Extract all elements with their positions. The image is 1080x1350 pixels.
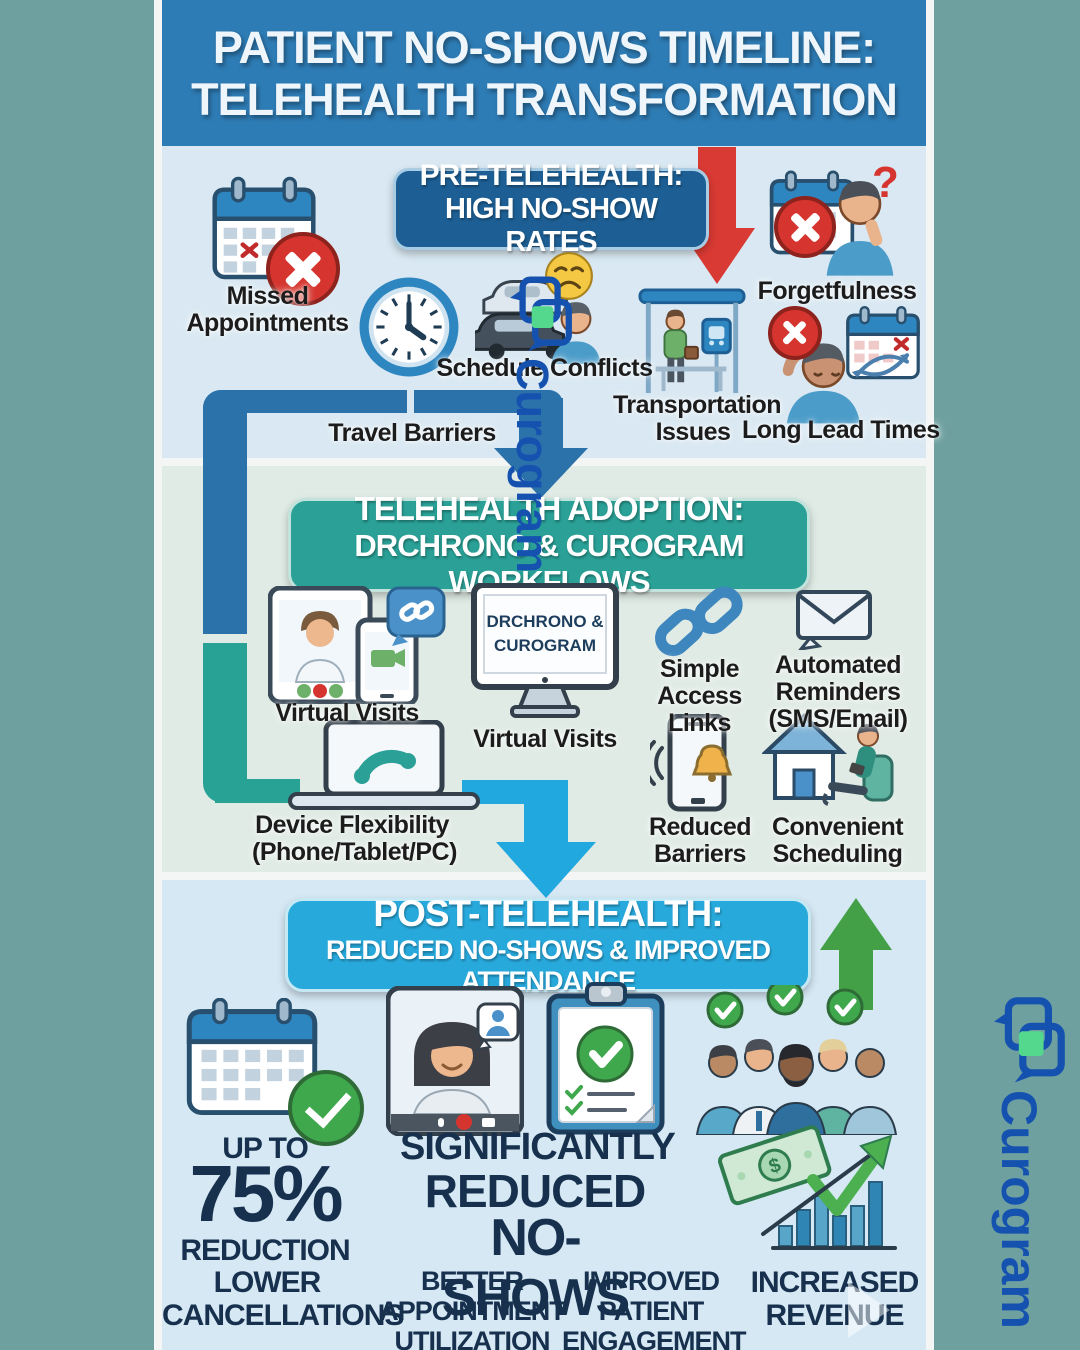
laptop-handset-icon: [288, 720, 480, 810]
timeline-pipe-gap: [407, 388, 414, 415]
frustrated-person-icon: [782, 343, 861, 424]
timeline-pipe-cyan-down: [524, 780, 568, 846]
stat-reduction: REDUCTION: [180, 1234, 350, 1267]
bus-stop-icon: [638, 288, 746, 394]
timeline-pipe-teal-stub: [215, 779, 300, 803]
adoption-badge-line1: TELEHEALTH ADOPTION:: [354, 490, 745, 527]
calendar-check-icon: [186, 998, 318, 1115]
curogram-logo-watermark-right-icon: [994, 997, 1065, 1083]
green-up-arrow-icon: [820, 898, 892, 950]
post-badge-line2: REDUCED NO-SHOWS & IMPROVED ATTENDANCE: [325, 935, 771, 996]
thinking-person-icon: [826, 181, 894, 276]
pre-telehealth-badge: PRE-TELEHEALTH: HIGH NO-SHOW RATES: [393, 159, 709, 258]
curogram-logo-watermark-center-icon: [510, 276, 572, 352]
curogram-watermark-center: Curogram: [507, 358, 558, 574]
phone-bell-icon: [650, 714, 733, 812]
simple-access-links-label: Simple Access Links: [657, 655, 742, 737]
timeline-arrow-1-icon: [494, 448, 588, 498]
stat-no-shows: NO-SHOWS: [441, 1209, 630, 1327]
clock-icon: [359, 277, 459, 377]
calendar-check-circle-icon: [288, 1070, 364, 1146]
title-band: [162, 0, 926, 146]
chain-link-icon: [655, 586, 743, 657]
pre-badge-line1: PRE-TELEHEALTH:: [419, 159, 684, 192]
clipboard-check-icon: [546, 982, 665, 1135]
outcome-improved-engagement: IMPROVED PATIENT ENGAGEMENT: [562, 1266, 747, 1350]
virtual-visits-label-1: Virtual Visits: [275, 699, 419, 727]
pre-badge-line2: HIGH NO-SHOW RATES: [445, 193, 658, 258]
outcome-increased-revenue: INCREASED REVENUE: [750, 1266, 920, 1332]
travel-barriers-label: Travel Barriers: [328, 419, 496, 447]
outcome-better-utilization: BETTER APPOINTMENT UTILIZATION: [379, 1266, 566, 1350]
monitor-screen-line1: DRCHRONO &: [486, 612, 603, 631]
stat-75-percent: 75%: [189, 1149, 343, 1238]
play-watermark-icon: [848, 1282, 890, 1338]
poster-title-line2: TELEHEALTH TRANSFORMATION: [191, 74, 898, 125]
poster-title-line1: PATIENT NO-SHOWS TIMELINE:: [212, 22, 876, 73]
timeline-pipe-vertical-teal: [203, 643, 247, 803]
monitor-screen-line2: CUROGRAM: [494, 636, 596, 655]
missed-appointments-label: Missed Appointments: [186, 282, 349, 337]
timeline-pipe-elbow-down: [519, 398, 563, 453]
long-lead-x-bubble-icon: [768, 306, 822, 360]
money-growth-chart-icon: $: [717, 1125, 897, 1250]
schedule-conflicts-label: Schedule Conflicts: [436, 354, 653, 382]
calendar-arrows-icon: [846, 306, 920, 380]
missed-x-circle-icon: [266, 232, 340, 306]
timeline-pipe-vertical-blue: [203, 390, 247, 634]
post-telehealth-badge: POST-TELEHEALTH: REDUCED NO-SHOWS & IMPR…: [285, 893, 811, 996]
transportation-issues-label: Transportation Issues: [613, 391, 782, 446]
stat-significantly: SIGNIFICANTLY: [400, 1126, 676, 1168]
virtual-visits-label-2: Virtual Visits: [473, 725, 617, 753]
reduced-barriers-label: Reduced Barriers: [648, 813, 752, 868]
timeline-arrow-2-icon: [496, 842, 596, 898]
forgetfulness-x-circle-icon: [774, 196, 836, 258]
tablet-doctor-phone-icon: [268, 586, 446, 704]
telehealth-adoption-badge: TELEHEALTH ADOPTION: DRCHRONO & CUROGRAM…: [288, 490, 810, 599]
stat-reduced: REDUCED: [424, 1165, 646, 1217]
patient-group-checks-icon: [695, 985, 898, 1135]
convenient-scheduling-label: Convenient Scheduling: [771, 813, 904, 868]
envelope-icon: [796, 590, 872, 650]
outcome-lower-cancellations: LOWER CANCELLATIONS: [162, 1266, 404, 1332]
post-badge-line1: POST-TELEHEALTH:: [373, 893, 723, 934]
desktop-monitor-icon: DRCHRONO & CUROGRAM: [471, 583, 619, 718]
automated-reminders-label: Automated Reminders (SMS/Email): [768, 651, 908, 733]
curogram-watermark-right: Curogram: [991, 1090, 1047, 1329]
device-flexibility-label: Device Flexibility (Phone/Tablet/PC): [252, 811, 457, 866]
timeline-pipe-horizontal-1: [203, 390, 563, 413]
long-lead-times-label: Long Lead Times: [742, 416, 940, 444]
home-relaxed-person-icon: [762, 713, 894, 806]
forgetfulness-label: Forgetfulness: [757, 277, 917, 305]
stat-up-to: UP TO: [222, 1132, 309, 1165]
question-mark-icon: ?: [872, 158, 899, 207]
video-call-icon: [386, 986, 524, 1136]
